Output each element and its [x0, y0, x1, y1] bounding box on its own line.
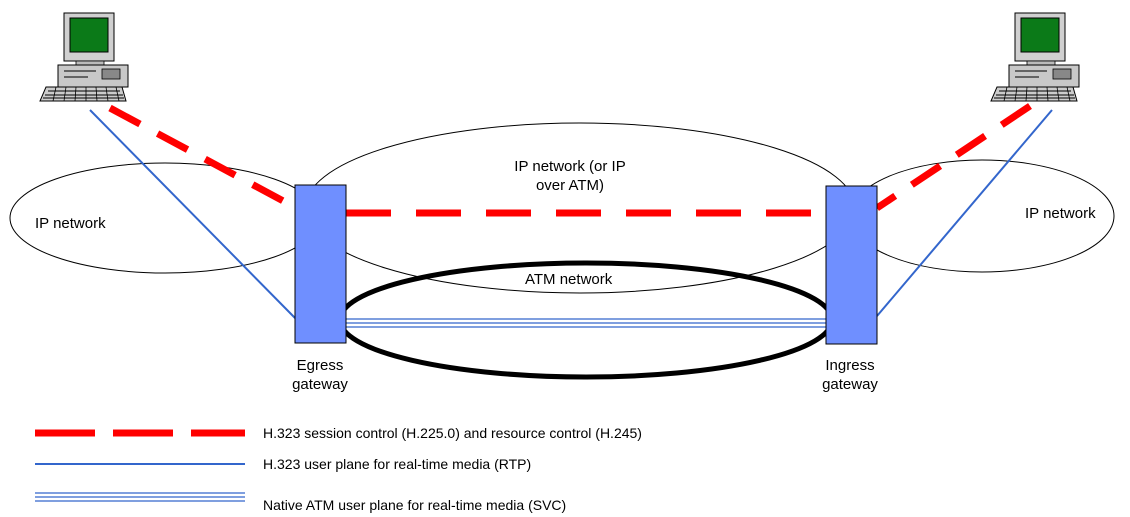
- legend-svc-label: Native ATM user plane for real-time medi…: [263, 497, 567, 513]
- ip-network-left-label: IP network: [35, 215, 106, 232]
- rtp-line-left: [89, 109, 296, 319]
- ip-network-core-ellipse: [304, 122, 856, 294]
- egress-gateway-label-line2: gateway: [292, 376, 348, 393]
- legend-rtp-label: H.323 user plane for real-time media (RT…: [263, 456, 532, 472]
- desktop-computer-icon: [990, 12, 1080, 102]
- atm-network-label: ATM network: [525, 271, 613, 288]
- egress-gateway-label-line1: Egress: [296, 357, 344, 374]
- session-control-line-right: [875, 103, 1032, 211]
- egress-gateway-label: Egress gateway: [270, 356, 370, 394]
- ingress-gateway-box: [825, 185, 878, 345]
- ip-network-right-label: IP network: [1025, 205, 1096, 222]
- ingress-gateway-label: Ingress gateway: [800, 356, 900, 394]
- legend-session-control-label: H.323 session control (H.225.0) and reso…: [263, 425, 642, 441]
- ip-network-core-label: IP network (or IP over ATM): [480, 157, 660, 195]
- legend-svc-swatch: [35, 492, 245, 502]
- ingress-gateway-label-line2: gateway: [822, 376, 878, 393]
- session-control-line-left: [108, 104, 302, 214]
- ip-network-core-label-line2: over ATM): [535, 177, 605, 194]
- rtp-line-right: [876, 109, 1053, 317]
- egress-gateway-box: [294, 184, 347, 344]
- ingress-gateway-label-line1: Ingress: [825, 357, 875, 374]
- desktop-computer-icon: [39, 12, 129, 102]
- ip-network-core-label-line1: IP network (or IP: [514, 158, 626, 175]
- svc-line-core: [345, 318, 826, 328]
